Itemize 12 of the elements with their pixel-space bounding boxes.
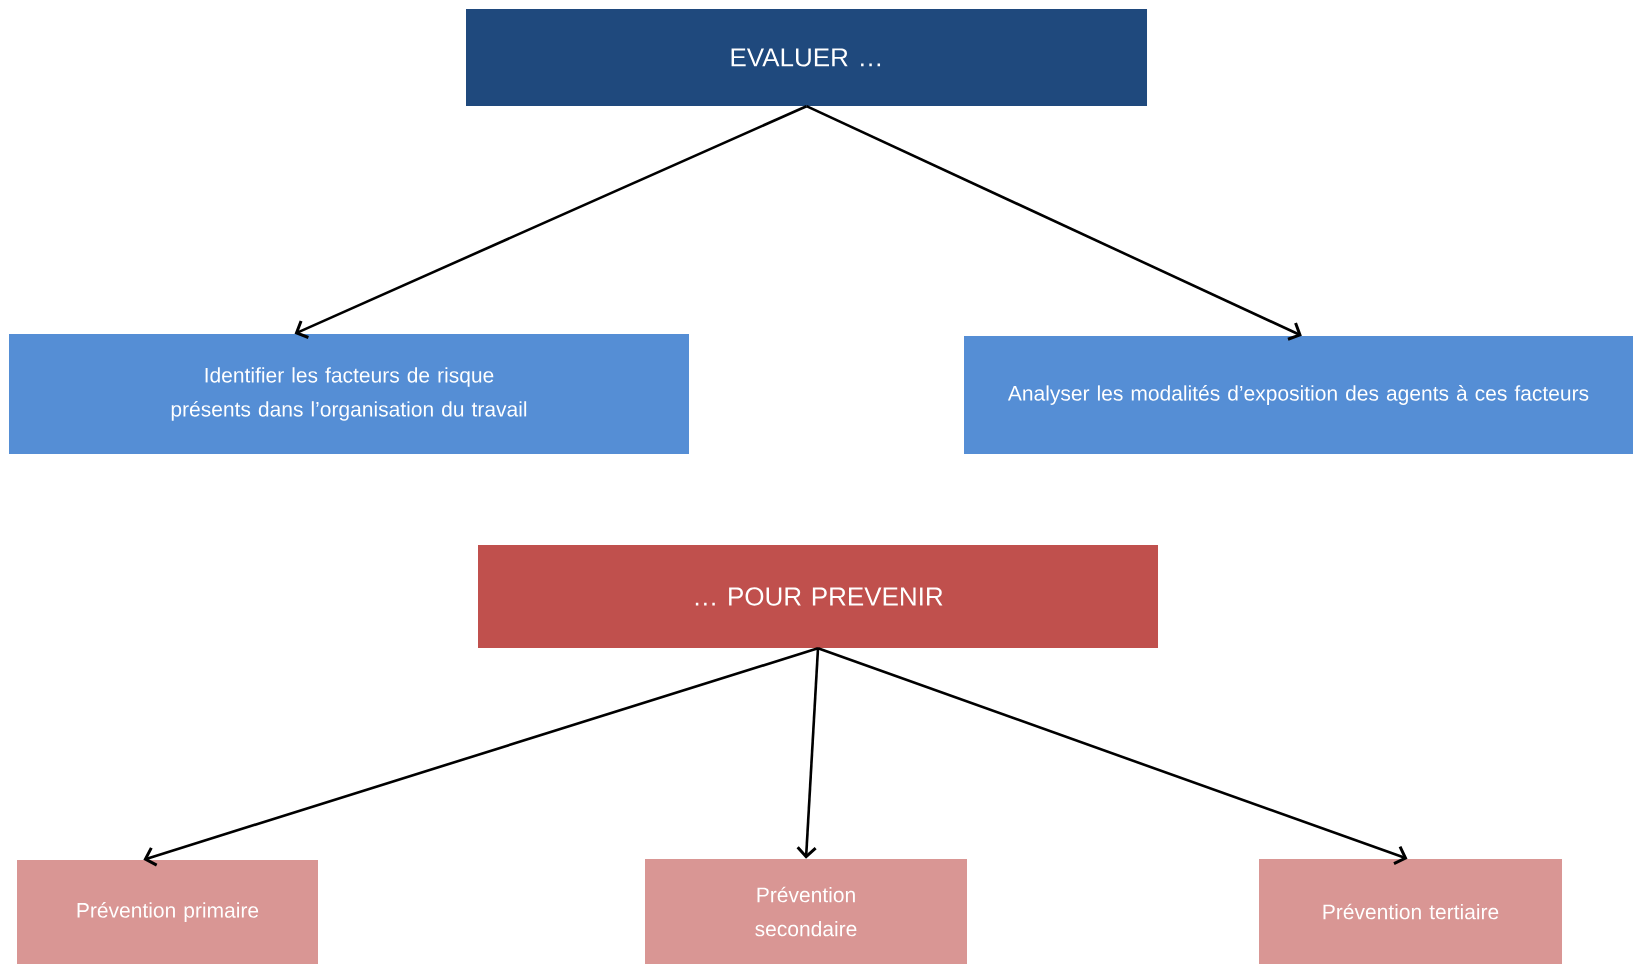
heading-box: … POUR PREVENIR: [478, 545, 1158, 648]
arrow: [294, 105, 808, 339]
process-box: Prévention tertiaire: [1259, 859, 1562, 964]
arrow: [805, 105, 1302, 341]
process-box: Prévention primaire: [17, 860, 318, 964]
arrow: [143, 646, 819, 867]
arrow: [817, 646, 1408, 865]
arrow: [796, 648, 820, 859]
process-box: Analyser les modalités d’exposition des agents à ces facteurs: [964, 336, 1633, 454]
process-box: Prévention secondaire: [645, 859, 967, 964]
process-box: Identifier les facteurs de risque présents dans l’organisation du travail: [9, 334, 689, 454]
heading-box: EVALUER …: [466, 9, 1147, 106]
